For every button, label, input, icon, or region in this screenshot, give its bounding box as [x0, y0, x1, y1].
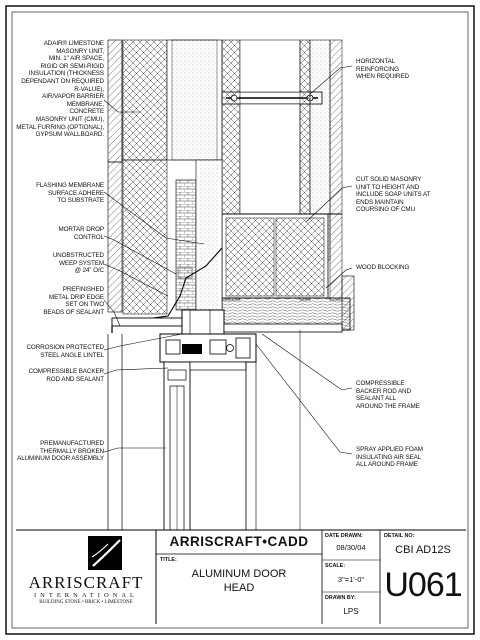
note-line: MIN. 1" AIR SPACE,: [48, 55, 104, 63]
detail-number: U061: [384, 566, 462, 604]
detail-code: CBI AD12S: [395, 544, 451, 556]
note-line: ADAIR® LIMESTONE: [43, 40, 104, 47]
scale-label: SCALE:: [325, 563, 346, 569]
logo-wordmark: ARRISCRAFT: [28, 573, 144, 592]
note-line: COMPRESSIBLE BACKER: [28, 368, 105, 375]
scale-value: 3"=1'-0": [337, 575, 365, 584]
logo-subtitle: INTERNATIONAL: [34, 592, 138, 599]
note-line: BEADS OF SEALANT: [43, 308, 104, 316]
note-line: UNIT TO HEIGHT AND: [356, 183, 420, 191]
note-line: METAL FURRING (OPTIONAL),: [16, 123, 104, 131]
note-wood-blocking: WOOD BLOCKING: [356, 264, 456, 272]
note-line: GYPSUM WALLBOARD.: [35, 131, 105, 139]
note-line: CUT SOLID MASONRY: [356, 176, 422, 183]
note-door-assembly: PREMANUFACTURED THERMALLY BROKEN ALUMINU…: [4, 440, 104, 463]
note-cut-solid-masonry: CUT SOLID MASONRY UNIT TO HEIGHT AND INC…: [356, 176, 460, 214]
detail-no-label: DETAIL No:: [384, 533, 415, 539]
note-line: ALL AROUND FRAME: [356, 461, 418, 469]
note-line: COURSING OF CMU: [356, 206, 416, 214]
date-drawn-label: DATE DRAWN:: [325, 533, 363, 539]
note-line: STEEL ANGLE LINTEL: [40, 351, 104, 359]
drawing-title-line1: ALUMINUM DOOR: [191, 568, 287, 580]
note-line: THERMALLY BROKEN: [40, 447, 104, 455]
wall-section: [107, 39, 355, 531]
note-line: INCLUDE SOAP UNITS AT: [356, 191, 431, 199]
title-label: TITLE:: [160, 557, 177, 563]
note-backer-rod-frame: COMPRESSIBLE BACKER ROD AND SEALANT ALL …: [356, 380, 456, 410]
note-line: PREMANUFACTURED: [40, 440, 104, 447]
note-line: SURFACE ADHERE: [48, 189, 104, 197]
note-line: SPRAY APPLIED FOAM: [356, 446, 423, 453]
note-line: ALUMINUM DOOR ASSEMBLY: [17, 455, 104, 463]
note-line: INSULATION (THICKNESS: [28, 70, 104, 78]
note-drip-edge: PREFINISHED METAL DRIP EDGE SET ON TWO B…: [4, 286, 104, 316]
note-line: HORIZONTAL: [356, 58, 396, 65]
note-line: ENDS MAINTAIN: [356, 198, 404, 206]
note-flashing-membrane: FLASHING MEMBRANE SURFACE ADHERE TO SUBS…: [4, 182, 104, 205]
drawn-by-label: DRAWN BY:: [325, 595, 356, 601]
logo-tagline: BUILDING STONE • BRICK • LIMESTONE: [39, 600, 133, 605]
note-mortar-drop: MORTAR DROP CONTROL: [4, 226, 104, 241]
leader-lines: [103, 65, 353, 455]
note-line: CORROSION PROTECTED: [26, 344, 104, 351]
note-line: BACKER ROD AND: [356, 387, 411, 395]
arriscraft-logo-emblem: [88, 536, 122, 570]
note-line: CONCRETE: [69, 108, 104, 116]
note-line: R-VALUE),: [74, 85, 104, 93]
note-line: REINFORCING: [356, 65, 399, 73]
note-line: WEEP SYSTEM: [59, 259, 104, 267]
note-line: SET ON TWO: [65, 301, 104, 309]
note-line: WHEN REQUIRED: [356, 73, 409, 81]
note-weep-system: UNOBSTRUCTED WEEP SYSTEM @ 24" O/C: [4, 252, 104, 275]
note-line: AROUND THE FRAME: [356, 402, 420, 410]
date-drawn-value: 08/30/04: [336, 543, 366, 552]
note-line: COMPRESSIBLE: [356, 380, 405, 387]
note-line: MASONRY UNIT,: [56, 47, 104, 55]
note-compressible-backer: COMPRESSIBLE BACKER ROD AND SEALANT: [4, 368, 105, 383]
note-line: ROD AND SEALANT: [46, 375, 104, 383]
note-line: SEALANT ALL: [356, 395, 397, 403]
note-line: RIGID OR SEMI-RIGID: [40, 62, 104, 70]
drawn-by-value: LPS: [343, 607, 359, 616]
note-line: METAL DRIP EDGE: [48, 293, 104, 301]
note-line: TO SUBSTRATE: [57, 197, 105, 205]
note-line: UNOBSTRUCTED: [52, 252, 104, 259]
note-adair-limestone: ADAIR® LIMESTONE MASONRY UNIT, MIN. 1" A…: [4, 40, 104, 139]
note-line: FLASHING MEMBRANE: [36, 182, 104, 189]
note-steel-lintel: CORROSION PROTECTED STEEL ANGLE LINTEL: [4, 344, 104, 359]
note-line: AIR/VAPOR BARRIER: [42, 93, 104, 101]
note-line: WOOD BLOCKING: [356, 264, 410, 271]
cadd-title: ARRISCRAFT•CADD: [169, 534, 309, 549]
note-line: PREFINISHED: [62, 286, 104, 293]
note-horizontal-reinforcing: HORIZONTAL REINFORCING WHEN REQUIRED: [356, 58, 456, 81]
note-line: INSULATING AIR SEAL: [356, 453, 422, 461]
note-line: MEMBRANE,: [66, 100, 104, 108]
note-line: CONTROL: [73, 233, 104, 241]
note-line: MASONRY UNIT (CMU),: [35, 115, 104, 123]
note-line: @ 24" O/C: [74, 267, 105, 275]
title-block-frame: [16, 529, 466, 624]
note-line: DEPENDANT ON REQUIRED: [21, 77, 104, 85]
note-spray-foam: SPRAY APPLIED FOAM INSULATING AIR SEAL A…: [356, 446, 456, 469]
note-line: MORTAR DROP: [58, 226, 104, 233]
drawing-title-line2: HEAD: [223, 582, 255, 594]
